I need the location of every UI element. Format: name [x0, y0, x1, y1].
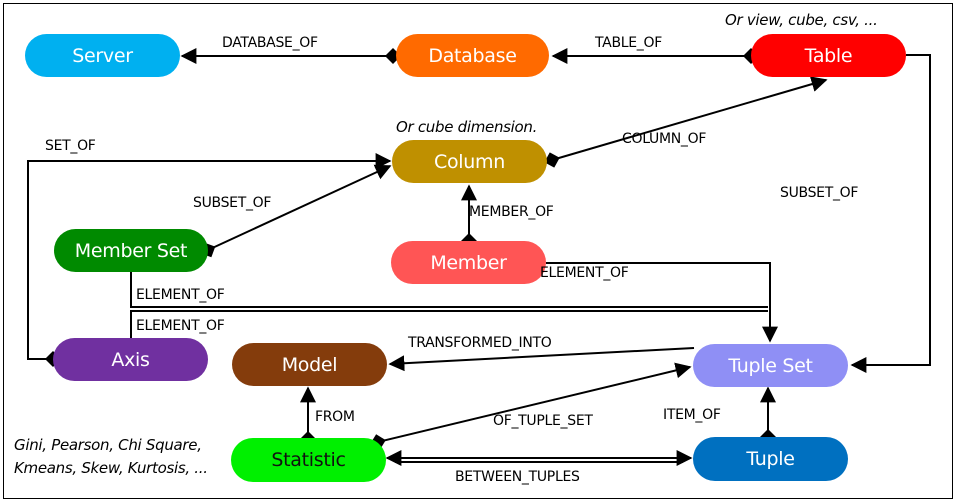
- node-member-set-label: Member Set: [74, 239, 188, 262]
- node-axis[interactable]: Axis: [53, 338, 208, 381]
- diagram-frame: [3, 3, 953, 499]
- note-statistic-line1: Gini, Pearson, Chi Square,: [14, 436, 202, 454]
- label-subset-of-right: SUBSET_OF: [780, 185, 859, 201]
- edge-subset-of-left: [200, 164, 392, 258]
- edge-element-of-memberset: [130, 272, 768, 308]
- label-item-of: ITEM_OF: [663, 407, 721, 423]
- node-member-set[interactable]: Member Set: [54, 229, 208, 272]
- edge-transformed-into: [388, 347, 695, 372]
- edge-element-of-member: [546, 262, 778, 343]
- label-element-of-member: ELEMENT_OF: [540, 265, 629, 281]
- node-model-label: Model: [281, 353, 338, 376]
- label-between-tuples: BETWEEN_TUPLES: [455, 469, 580, 485]
- label-set-of: SET_OF: [45, 138, 96, 154]
- note-table: Or view, cube, csv, ...: [725, 11, 878, 29]
- note-column: Or cube dimension.: [396, 118, 538, 136]
- label-transformed-into: TRANSFORMED_INTO: [408, 335, 552, 351]
- node-statistic-label: Statistic: [271, 449, 346, 471]
- label-of-tuple-set: OF_TUPLE_SET: [493, 413, 593, 429]
- node-server[interactable]: Server: [25, 34, 180, 77]
- node-tuple-label: Tuple: [746, 448, 795, 470]
- node-member-label: Member: [430, 251, 507, 274]
- node-database-label: Database: [428, 44, 517, 67]
- node-model[interactable]: Model: [232, 343, 387, 386]
- label-subset-of-left: SUBSET_OF: [193, 195, 272, 211]
- label-element-of-memberset: ELEMENT_OF: [136, 287, 225, 303]
- label-database-of: DATABASE_OF: [222, 35, 318, 51]
- node-table-label: Table: [804, 44, 853, 67]
- node-member[interactable]: Member: [391, 241, 546, 284]
- node-server-label: Server: [72, 44, 133, 67]
- node-tuple[interactable]: Tuple: [693, 437, 848, 481]
- node-tuple-set-label: Tuple Set: [728, 354, 813, 377]
- node-column-label: Column: [434, 150, 505, 173]
- node-tuple-set[interactable]: Tuple Set: [693, 344, 848, 387]
- label-column-of: COLUMN_OF: [622, 131, 707, 147]
- note-statistic-line2: Kmeans, Skew, Kurtosis, ...: [14, 459, 208, 477]
- label-table-of: TABLE_OF: [595, 35, 662, 51]
- edge-element-of-axis: [130, 310, 768, 338]
- label-element-of-axis: ELEMENT_OF: [136, 318, 225, 334]
- edge-of-tuple-set: [370, 362, 692, 450]
- node-axis-label: Axis: [111, 348, 150, 371]
- node-table[interactable]: Table: [751, 34, 906, 77]
- label-from: FROM: [315, 409, 355, 425]
- node-column[interactable]: Column: [392, 140, 547, 183]
- edge-column-of: [544, 76, 828, 168]
- edge-set-of: [27, 153, 392, 367]
- node-statistic[interactable]: Statistic: [231, 438, 386, 482]
- edge-subset-of-right: [850, 54, 931, 373]
- node-database[interactable]: Database: [396, 34, 549, 77]
- label-member-of: MEMBER_OF: [469, 204, 554, 220]
